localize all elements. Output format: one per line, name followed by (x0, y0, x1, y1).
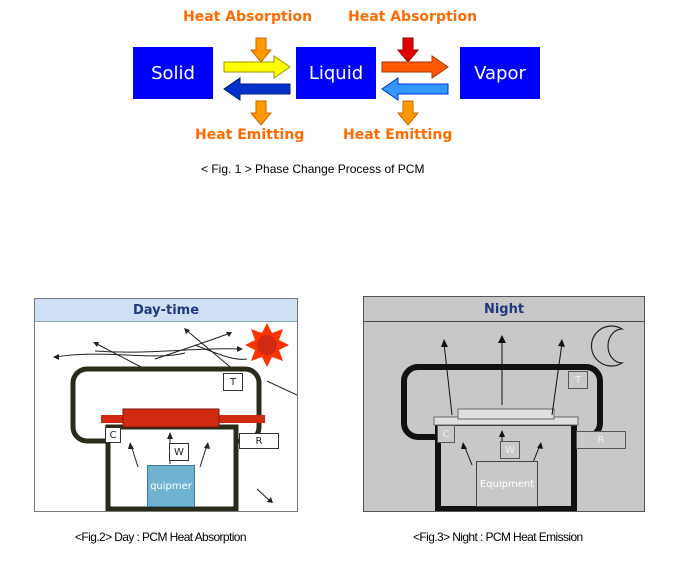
moon-icon (590, 325, 625, 367)
tag-w: W (169, 443, 189, 461)
radiation-arrows (54, 328, 297, 502)
down-arrow-absorb-right (396, 37, 420, 63)
label-heat-absorption-right: Heat Absorption (348, 9, 478, 25)
fig3-night-panel: Night T C (363, 296, 645, 512)
equipment-box: Equipment (476, 461, 538, 507)
tag-r: R (239, 433, 279, 449)
tag-r: R (576, 431, 626, 449)
left-arrow-vapor-liquid (381, 77, 449, 101)
radiation-arrowheads (53, 328, 273, 503)
tag-c: C (437, 425, 455, 443)
phase-box-solid: Solid (133, 47, 213, 99)
fig2-day-panel: Day-time (34, 298, 298, 512)
equipment-box: quipmer (147, 465, 195, 507)
day-time-header: Day-time (35, 299, 297, 322)
tag-t: T (568, 371, 588, 389)
down-arrow-emit-left (249, 100, 273, 126)
phase-box-liquid: Liquid (296, 47, 376, 99)
fig1-caption: < Fig. 1 > Phase Change Process of PCM (201, 162, 425, 176)
down-arrow-absorb-left (249, 37, 273, 63)
right-arrow-solid-liquid (223, 55, 291, 79)
sun-icon (245, 323, 289, 367)
fig3-caption: <Fig.3> Night : PCM Heat Emission (413, 530, 583, 544)
tag-t: T (223, 373, 243, 391)
phase-box-vapor: Vapor (460, 47, 540, 99)
tag-c: C (105, 427, 121, 443)
down-arrow-emit-right (396, 100, 420, 126)
label-heat-emitting-right: Heat Emitting (343, 127, 453, 143)
label-heat-emitting-left: Heat Emitting (195, 127, 305, 143)
tag-w: W (500, 441, 520, 459)
left-arrow-liquid-solid (223, 77, 291, 101)
fig2-caption: <Fig.2> Day : PCM Heat Absorption (75, 530, 247, 544)
label-heat-absorption-left: Heat Absorption (183, 9, 313, 25)
emission-arrows (443, 339, 563, 416)
fig1-arrows (223, 37, 449, 126)
night-header: Night (364, 297, 644, 322)
right-arrow-liquid-vapor (381, 55, 449, 79)
